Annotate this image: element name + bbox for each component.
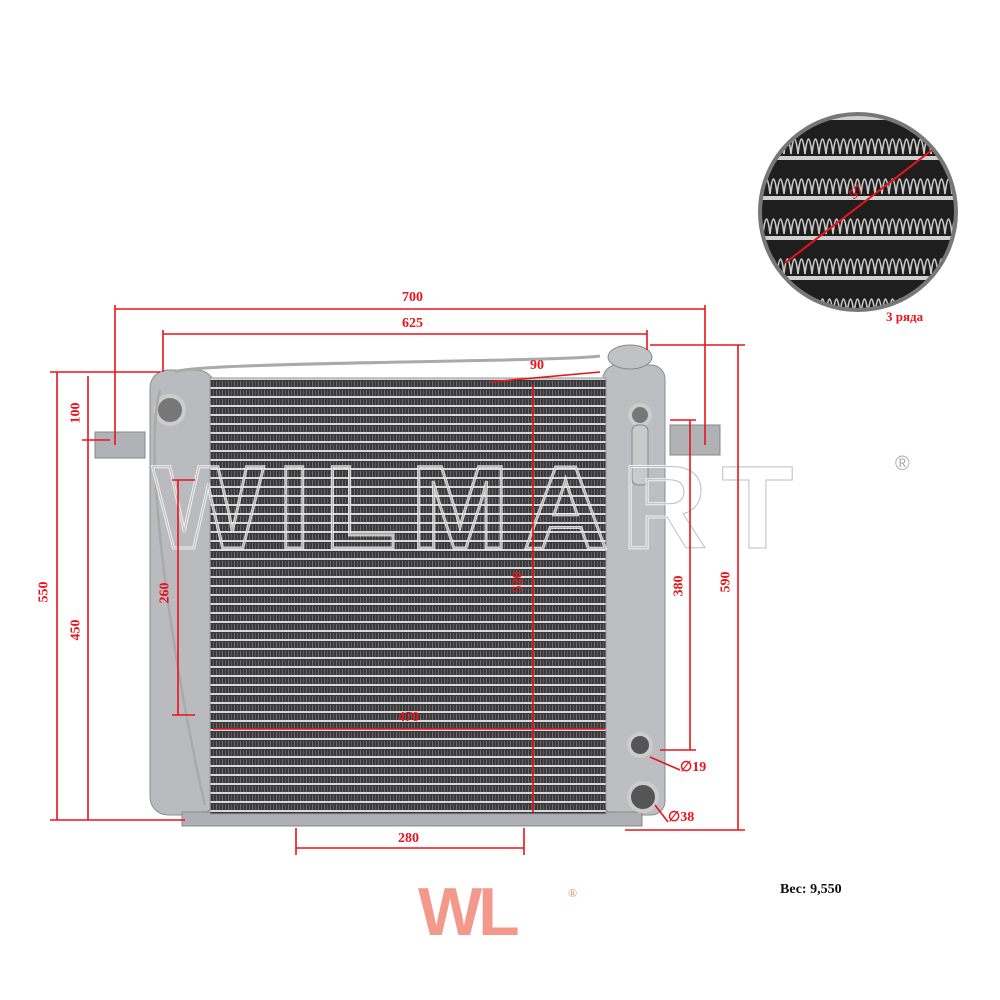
dim-core-width: 470 bbox=[398, 710, 419, 725]
dim-overall-height: 590 bbox=[718, 571, 734, 593]
dim-bracket-to-bottom: 450 bbox=[68, 619, 84, 641]
dim-top-bracket: 100 bbox=[68, 402, 84, 424]
dim-right-bracket-spacing: 380 bbox=[671, 575, 687, 597]
dim-tank-width: 625 bbox=[402, 316, 423, 331]
watermark: WILMART bbox=[152, 442, 807, 574]
registered-mark: ® bbox=[895, 453, 910, 475]
dim-left-height: 550 bbox=[36, 581, 52, 603]
dimension-lines bbox=[50, 305, 745, 855]
dim-core-height: 520 bbox=[510, 571, 526, 593]
dim-bottom-mount: 280 bbox=[398, 831, 419, 846]
wl-logo: WL bbox=[418, 874, 520, 950]
logo-registered-mark: ® bbox=[568, 886, 578, 900]
radiator bbox=[94, 344, 721, 827]
dim-left-bracket-spacing: 260 bbox=[157, 582, 173, 604]
dim-overall-width: 700 bbox=[402, 290, 423, 305]
dim-cap-offset: 90 bbox=[530, 358, 544, 373]
weight-label: Вес: 9,550 bbox=[780, 882, 842, 897]
inset-caption: 3 ряда bbox=[886, 309, 924, 324]
dim-outlet-diameter: ∅38 bbox=[668, 810, 695, 825]
dim-inlet-diameter: ∅19 bbox=[680, 760, 707, 775]
fin-detail-inset bbox=[758, 112, 958, 312]
watermark-outline: WILMART bbox=[152, 442, 807, 574]
